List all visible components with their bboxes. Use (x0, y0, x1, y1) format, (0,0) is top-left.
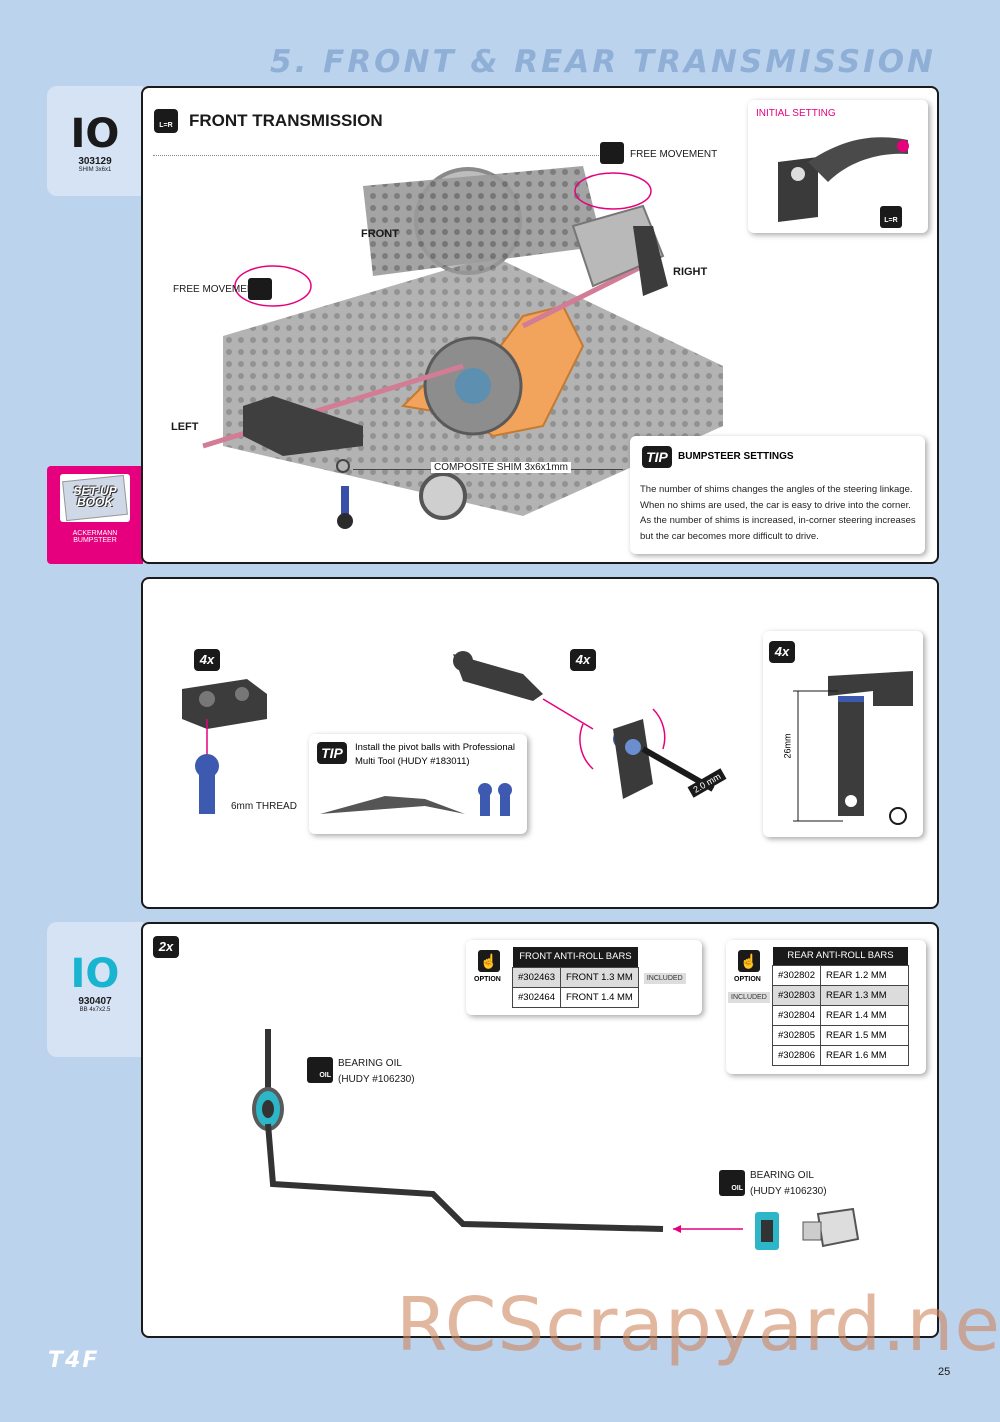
option-label: OPTION (734, 976, 761, 983)
tip-pivot-card: TIP Install the pivot balls with Profess… (309, 734, 527, 834)
rear-bars-title: REAR ANTI-ROLL BARS (772, 947, 909, 965)
rear-bar-code: #302803 (772, 984, 821, 1006)
lr-icon: L=R (154, 109, 178, 133)
part-tab-shim: IO 303129 SHIM 3x6x1 (47, 86, 143, 196)
setup-book-label: SET-UP BOOK (73, 484, 117, 509)
part-desc: BB 4x7x2.5 (79, 1007, 111, 1013)
rear-bar-name: REAR 1.3 MM (819, 984, 909, 1006)
qty-badge: 2x (153, 936, 179, 958)
part-number: 303129 (78, 156, 112, 167)
bearing-oil-icon: OIL (719, 1170, 745, 1196)
rear-bars-card: ☝ OPTION INCLUDED REAR ANTI-ROLL BARS #3… (726, 940, 926, 1074)
setup-bumpsteer: BUMPSTEER (73, 537, 117, 544)
watermark: RCScrapyard.net (396, 1282, 1000, 1368)
lr-icon: L=R (880, 206, 902, 228)
setup-book-tab[interactable]: SET-UP BOOK ACKERMANN BUMPSTEER (47, 466, 143, 564)
title-divider (153, 155, 601, 156)
part-tab-bearing: IO 930407 BB 4x7x2.5 (47, 922, 143, 1057)
page-number: 25 (938, 1366, 951, 1378)
step-panel-front-transmission: L=R FRONT TRANSMISSION FREE MOVEMENT FRE… (141, 86, 939, 564)
bumpsteer-tip-card: TIP BUMPSTEER SETTINGS The number of shi… (630, 436, 925, 554)
initial-setting-card: INITIAL SETTING L=R (748, 100, 928, 233)
rear-bar-name: REAR 1.6 MM (819, 1044, 909, 1066)
front-bar-code: #302463 (512, 966, 561, 988)
setup-ackermann: ACKERMANN (72, 530, 118, 537)
free-movement-left-label: FREE MOVEMENT (173, 284, 261, 295)
step-panel-anti-roll-bar: 2x ☝ OPTION FRONT ANTI-ROLL BARS #302463… (141, 922, 939, 1338)
front-bars-title: FRONT ANTI-ROLL BARS (512, 947, 639, 967)
tip-text: The number of shims changes the angles o… (640, 484, 916, 542)
rear-bar-name: REAR 1.4 MM (819, 1004, 909, 1026)
composite-shim-label: COMPOSITE SHIM 3x6x1mm (431, 462, 571, 473)
thread-label: 6mm THREAD (231, 801, 297, 812)
free-movement-right-icon (600, 142, 624, 164)
tip-text: Install the pivot balls with Professiona… (355, 742, 515, 767)
option-label: OPTION (474, 976, 501, 983)
multi-tool-illustration (320, 783, 512, 816)
front-bar-name: FRONT 1.3 MM (559, 966, 639, 988)
front-label: FRONT (361, 228, 399, 240)
turnbuckle-illustration (793, 671, 913, 825)
shim-icon: IO (70, 111, 120, 157)
tip-title: BUMPSTEER SETTINGS (678, 451, 794, 462)
dimension-card: 4x 26mm (763, 631, 923, 837)
front-transmission-illustration (202, 166, 723, 529)
bearing-oil-ref-2: (HUDY #106230) (750, 1186, 827, 1197)
free-movement-right-label: FREE MOVEMENT (630, 149, 718, 160)
rear-bar-code: #302802 (772, 964, 821, 986)
option-icon: ☝ (738, 950, 760, 972)
front-bar-code: #302464 (512, 986, 561, 1008)
initial-setting-title: INITIAL SETTING (756, 108, 836, 119)
step-title: FRONT TRANSMISSION (189, 111, 383, 130)
qty-badge-1: 4x (194, 649, 220, 671)
rod-end-illustration (453, 651, 715, 799)
option-icon: ☝ (478, 950, 500, 972)
section-title: 5. FRONT & REAR TRANSMISSION (270, 44, 936, 80)
tip-badge: TIP (317, 742, 347, 764)
part-number: 930407 (78, 996, 112, 1007)
right-label: RIGHT (673, 266, 708, 278)
front-bar-name: FRONT 1.4 MM (559, 986, 639, 1008)
bearing-icon: IO (70, 951, 120, 997)
part-desc: SHIM 3x6x1 (78, 167, 112, 173)
ball-cup-illustration (182, 679, 267, 814)
qty-badge-2: 4x (570, 649, 596, 671)
setup-book-icon: SET-UP BOOK (60, 474, 130, 522)
rear-bar-name: REAR 1.2 MM (819, 964, 909, 986)
bearing-oil-label-1: BEARING OIL (338, 1058, 402, 1069)
qty-badge-3: 4x (769, 641, 795, 663)
step-panel-pivot-balls: 4x 6mm THREAD TIP Install the pivot ball… (141, 577, 939, 909)
bearing-oil-icon: OIL (307, 1057, 333, 1083)
steering-block-illustration (778, 137, 909, 222)
t4f-logo: T4F (48, 1348, 100, 1373)
tip-badge: TIP (642, 446, 672, 468)
included-badge: INCLUDED (728, 992, 770, 1003)
free-movement-left-icon (248, 278, 272, 300)
bearing-oil-label-2: BEARING OIL (750, 1170, 814, 1181)
rear-bar-code: #302804 (772, 1004, 821, 1026)
dimension-label: 26mm (782, 733, 793, 759)
bearing-oil-ref-1: (HUDY #106230) (338, 1074, 415, 1085)
included-badge: INCLUDED (643, 972, 686, 984)
left-label: LEFT (171, 421, 199, 433)
anti-roll-bar-illustration (252, 1029, 860, 1250)
